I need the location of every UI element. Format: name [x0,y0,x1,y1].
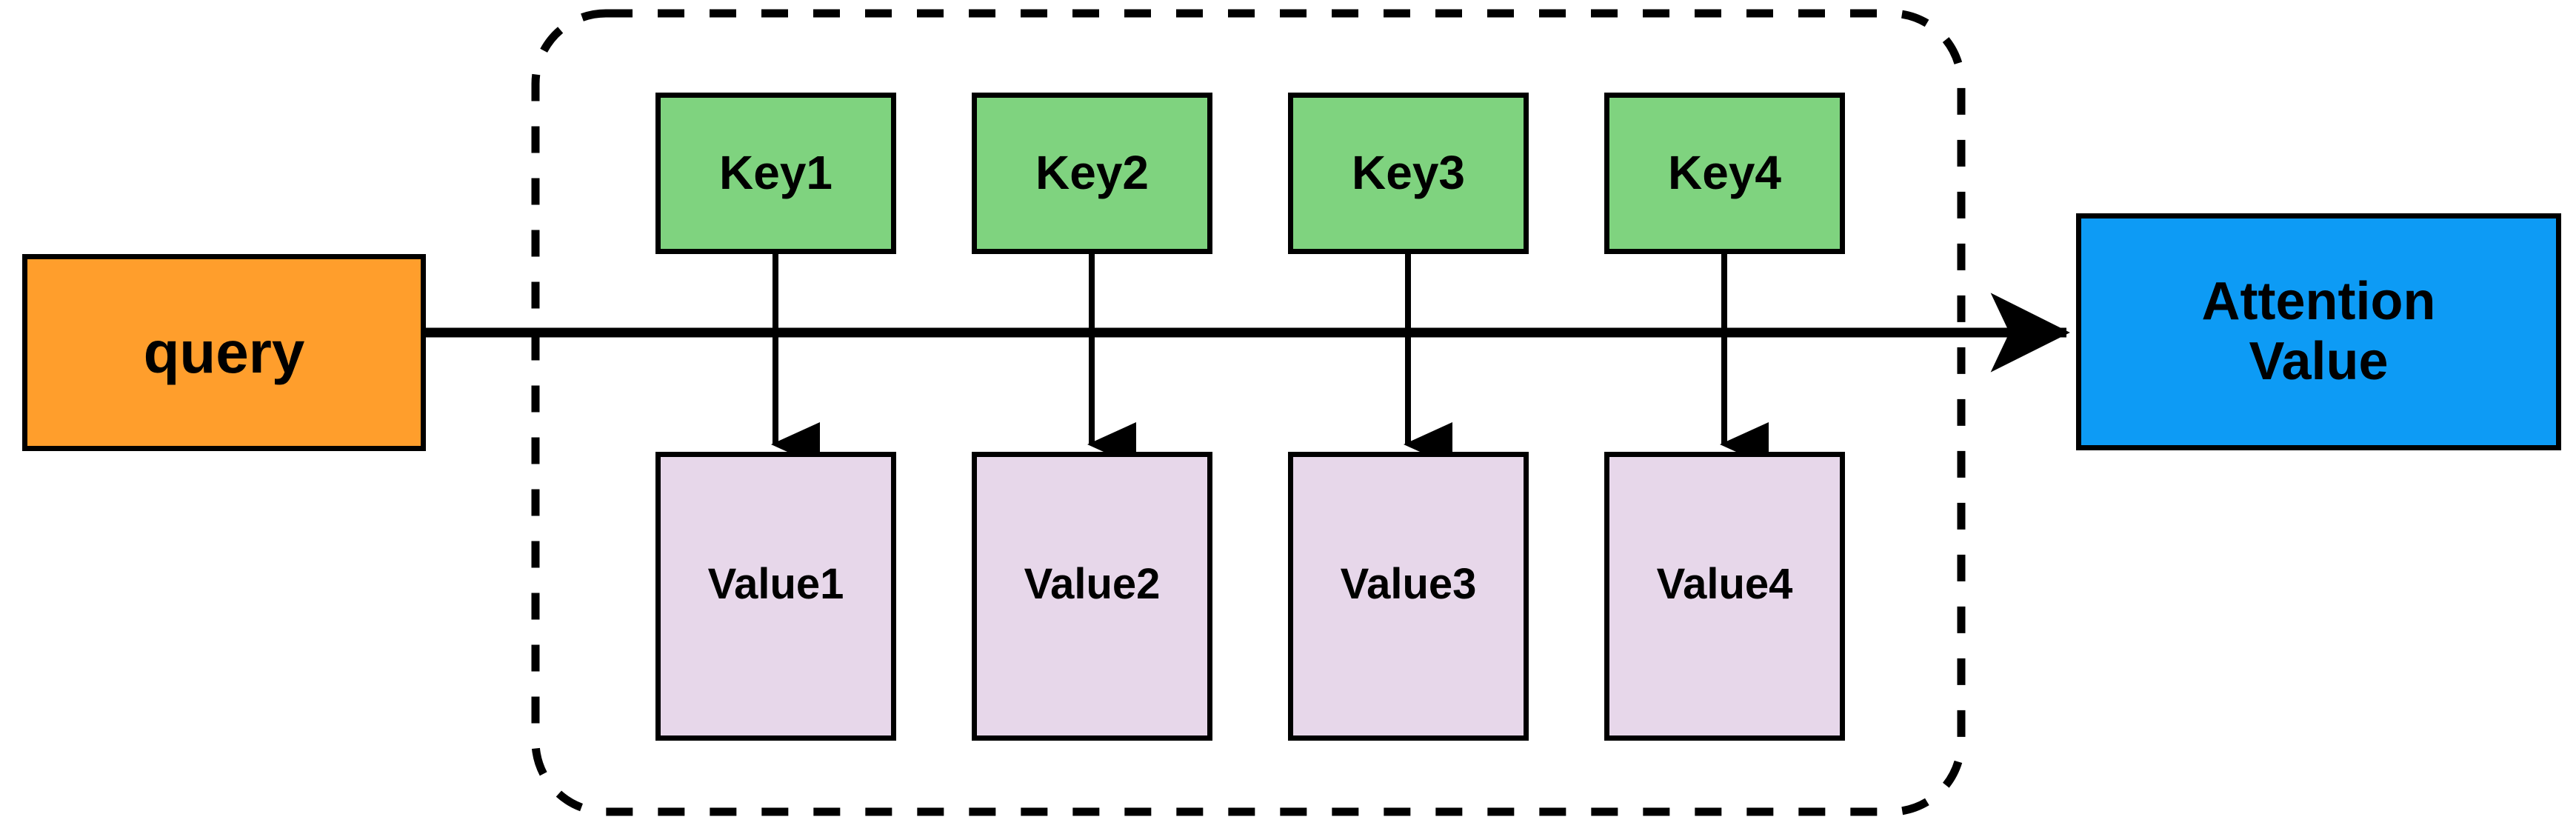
value-node-3[interactable]: Value3 [1288,452,1529,741]
key-node-2[interactable]: Key2 [972,93,1212,254]
key-node-label: Key4 [1668,146,1781,200]
value-node-label: Value3 [1340,560,1477,608]
attention-value-node[interactable]: Attention Value [2076,213,2561,450]
value-node-label: Value2 [1024,560,1161,608]
value-node-1[interactable]: Value1 [655,452,896,741]
query-node[interactable]: query [22,254,426,451]
value-node-label: Value4 [1656,560,1793,608]
query-node-label: query [143,319,305,386]
value-node-2[interactable]: Value2 [972,452,1212,741]
value-node-4[interactable]: Value4 [1604,452,1845,741]
key-node-label: Key2 [1035,146,1149,200]
attention-value-label-line2: Value [2249,332,2389,391]
value-node-label: Value1 [707,560,844,608]
attention-value-label-line1: Attention [2201,272,2436,332]
key-node-label: Key1 [719,146,832,200]
key-node-1[interactable]: Key1 [655,93,896,254]
key-node-3[interactable]: Key3 [1288,93,1529,254]
key-value-group-boundary [531,9,1966,816]
key-node-4[interactable]: Key4 [1604,93,1845,254]
key-node-label: Key3 [1352,146,1465,200]
